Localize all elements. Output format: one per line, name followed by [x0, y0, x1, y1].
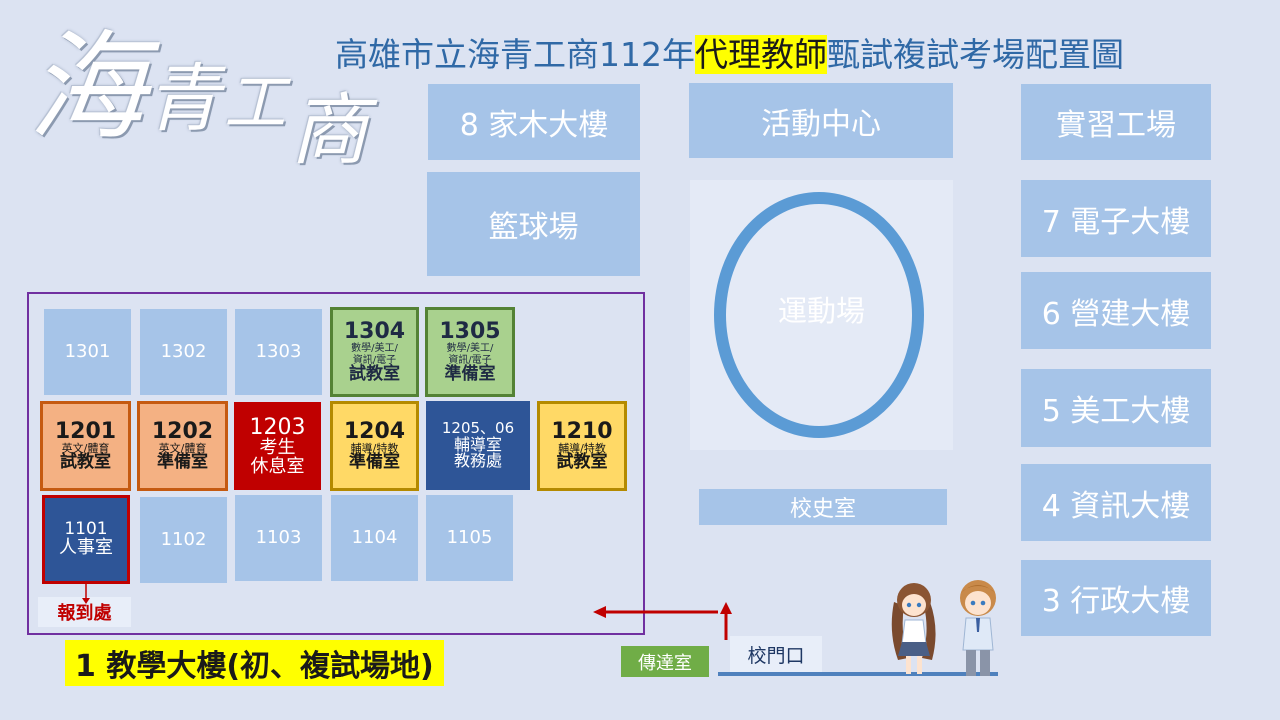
room-number: 1201 [54, 418, 117, 444]
title-highlight: 代理教師 [695, 35, 827, 74]
sports-field-area[interactable]: 運動場 [690, 180, 953, 450]
room-number: 1101 [64, 519, 108, 540]
room-number: 1205、06 [441, 418, 515, 437]
room-number: 1203 [249, 414, 306, 440]
room-use: 輔導室 [453, 434, 502, 454]
room-subjects: 英文/體育 [61, 441, 110, 455]
room-1105[interactable]: 1105 [426, 495, 513, 581]
room-role: 試教室 [556, 452, 608, 473]
room-number: 1204 [343, 418, 406, 444]
room-subjects: 輔導/特教 [350, 441, 399, 455]
two-students-illustration [891, 580, 996, 676]
room-subjects: 資訊/電子 [448, 354, 492, 366]
room-subjects: 數學/美工/ [351, 343, 398, 355]
room-number: 1202 [151, 418, 214, 444]
building-3[interactable]: 3 行政大樓 [1021, 560, 1211, 636]
room-subjects: 輔導/特教 [558, 441, 606, 455]
room-1201[interactable]: 1201 英文/體育 試教室 [40, 401, 131, 491]
teaching-building-frame [27, 292, 645, 635]
school-gate[interactable]: 校門口 [730, 636, 822, 672]
room-1203[interactable]: 1203 考生 休息室 [234, 402, 321, 490]
room-subjects: 數學/美工/ [446, 343, 494, 355]
guard-room[interactable]: 傳達室 [621, 646, 709, 677]
room-1303[interactable]: 1303 [235, 309, 322, 395]
activity-center[interactable]: 活動中心 [689, 83, 953, 158]
room-use: 休息室 [250, 455, 305, 477]
history-room[interactable]: 校史室 [699, 489, 947, 525]
basketball-court[interactable]: 籃球場 [427, 172, 640, 276]
room-1205-06[interactable]: 1205、06 輔導室 教務處 [426, 401, 530, 490]
room-1210[interactable]: 1210 輔導/特教 試教室 [537, 401, 627, 491]
room-role: 準備室 [157, 452, 208, 473]
room-role: 試教室 [60, 452, 111, 473]
room-use: 教務處 [453, 451, 502, 471]
practice-workshop[interactable]: 實習工場 [1021, 84, 1211, 160]
room-1101[interactable]: 1101 人事室 [42, 495, 130, 584]
room-1102[interactable]: 1102 [140, 497, 227, 583]
room-use: 考生 [259, 436, 296, 458]
building-4[interactable]: 4 資訊大樓 [1021, 464, 1211, 541]
sports-field-label: 運動場 [777, 294, 865, 328]
building-5[interactable]: 5 美工大樓 [1021, 369, 1211, 447]
room-number: 1305 [439, 319, 501, 345]
room-1204[interactable]: 1204 輔導/特教 準備室 [330, 401, 419, 491]
room-subjects: 英文/體育 [158, 441, 207, 455]
room-1301[interactable]: 1301 [44, 309, 131, 395]
arrow-to-checkin-head [82, 598, 90, 604]
room-number: 1210 [551, 418, 613, 444]
room-number: 1304 [343, 319, 406, 345]
room-1103[interactable]: 1103 [235, 495, 322, 581]
building-6[interactable]: 6 營建大樓 [1021, 272, 1211, 349]
room-role: 準備室 [349, 452, 400, 473]
room-1202[interactable]: 1202 英文/體育 準備室 [137, 401, 228, 491]
room-role: 準備室 [444, 364, 496, 385]
building-7[interactable]: 7 電子大樓 [1021, 180, 1211, 257]
building-8[interactable]: 8 家木大樓 [428, 84, 640, 160]
title-suffix: 甄試複試考場配置圖 [827, 35, 1124, 74]
title-prefix: 高雄市立海青工商112年 [335, 35, 695, 74]
room-1104[interactable]: 1104 [331, 495, 418, 581]
room-1305[interactable]: 1305 數學/美工/ 資訊/電子 準備室 [425, 307, 515, 397]
room-1302[interactable]: 1302 [140, 309, 227, 395]
room-1304[interactable]: 1304 數學/美工/ 資訊/電子 試教室 [330, 307, 419, 397]
check-in-point[interactable]: 報到處 [38, 597, 131, 627]
teaching-building-label: 1 教學大樓(初、複試場地) [65, 640, 444, 686]
room-use: 人事室 [59, 536, 113, 558]
room-role: 試教室 [349, 364, 400, 385]
gate-line [718, 672, 998, 676]
page-title: 高雄市立海青工商112年代理教師甄試複試考場配置圖 [335, 28, 1124, 76]
arrow-to-building-head [593, 606, 606, 618]
room-subjects: 資訊/電子 [352, 354, 397, 366]
arrow-gate-up-head [720, 602, 732, 614]
